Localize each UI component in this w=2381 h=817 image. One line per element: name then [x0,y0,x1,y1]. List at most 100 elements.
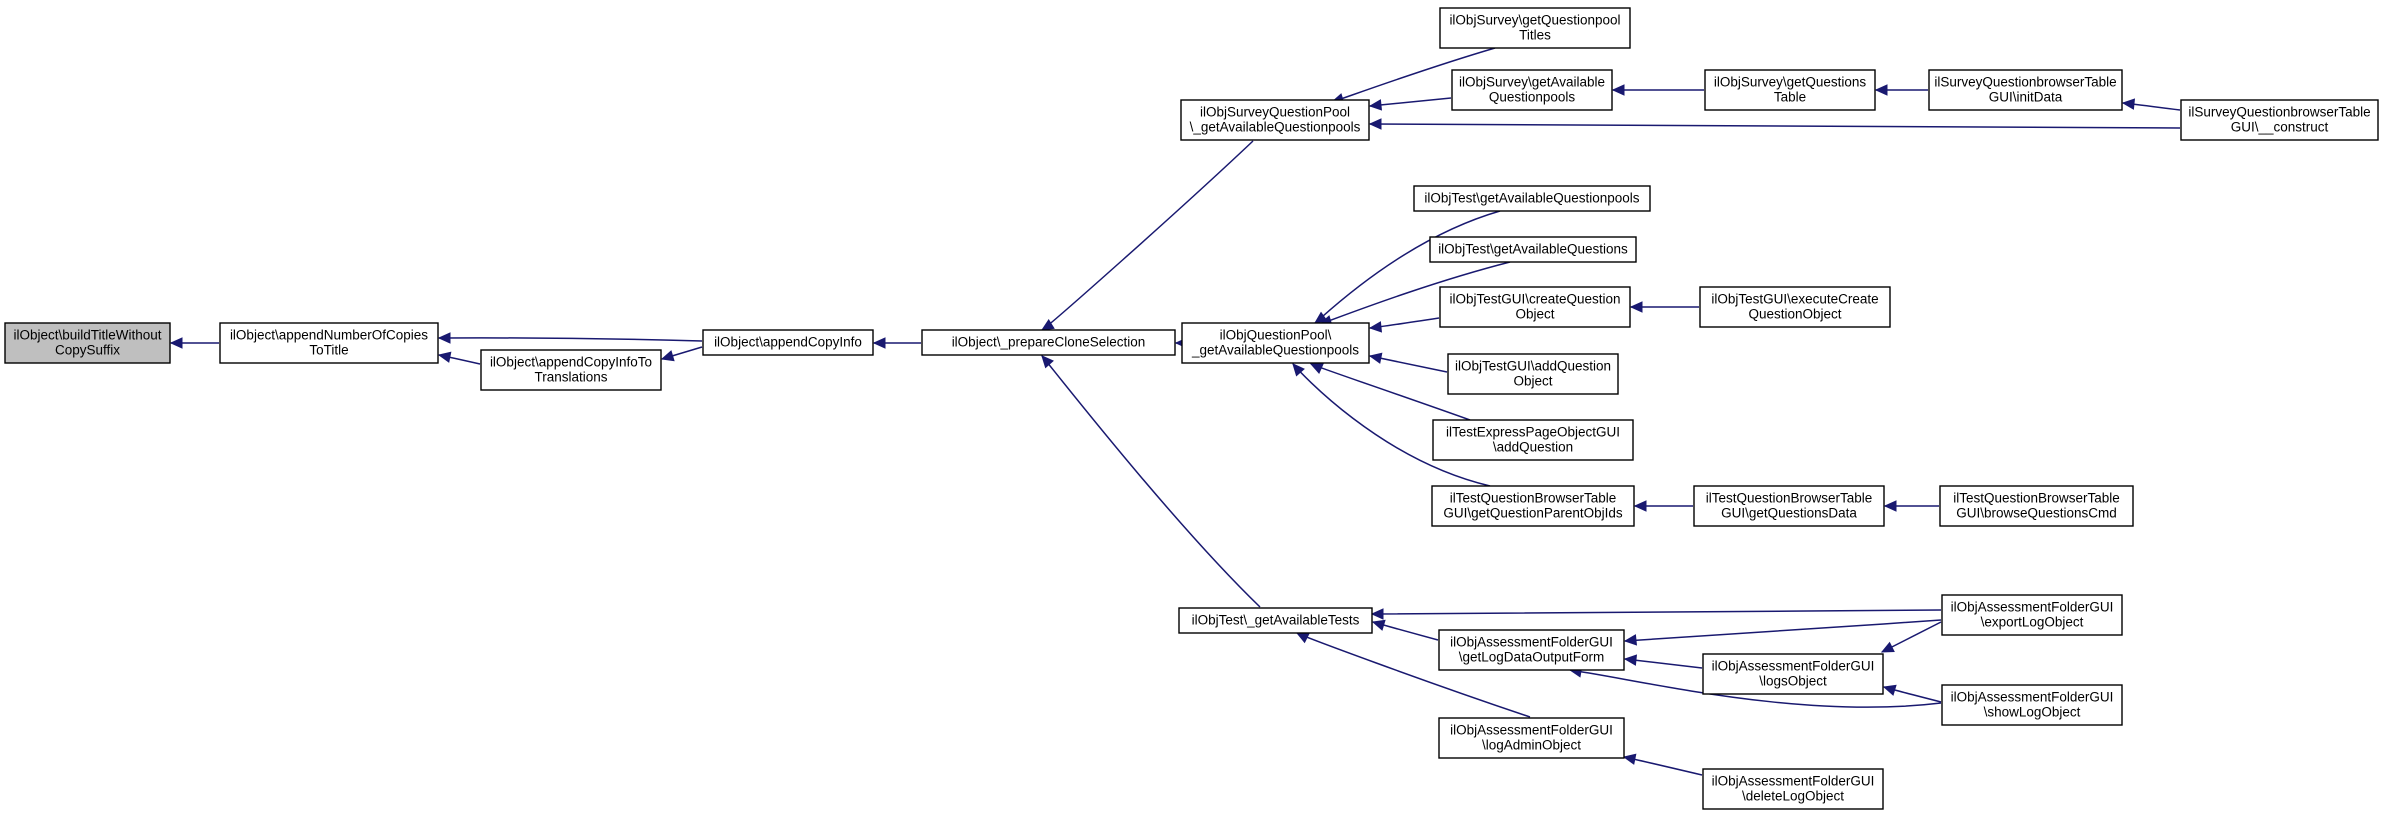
node-n27[interactable]: ilObjAssessmentFolderGUI\showLogObject [1941,684,2123,726]
edge-n15-to-n6 [1368,317,1440,333]
node-n14[interactable]: ilObjTest\getAvailableQuestions [1429,236,1637,263]
node-label: ilTestQuestionBrowserTable [1450,491,1617,506]
node-label: ilObjQuestionPool\ [1220,328,1332,343]
node-n18[interactable]: ilTestExpressPageObjectGUI\addQuestion [1432,419,1634,461]
node-label: Questionpools [1489,90,1576,105]
node-label: GUI\__construct [2231,120,2329,135]
node-n3[interactable]: ilObject\appendCopyInfo [702,329,874,356]
arrowhead [437,351,452,363]
node-label: ilObject\buildTitleWithout [13,328,161,343]
node-label: Translations [534,370,607,385]
node-label: ilObject\appendCopyInfo [714,335,862,350]
node-n24[interactable]: ilObjAssessmentFolderGUI\logsObject [1702,653,1884,695]
edge-line [1369,123,2181,129]
arrowhead [1040,319,1055,331]
node-box [1447,353,1619,395]
edge-n11-to-n10 [1874,84,1928,96]
arrowhead [1882,684,1897,696]
node-label: GUI\getQuestionParentObjIds [1443,506,1623,521]
edge-n20-to-n19 [1633,500,1693,512]
edge-line [1624,658,1703,669]
edge-n1-to-n0 [169,337,219,349]
node-n5[interactable]: ilObjSurveyQuestionPool\_getAvailableQue… [1180,99,1370,141]
arrowhead [660,350,675,362]
node-n21[interactable]: ilTestQuestionBrowserTableGUI\browseQues… [1939,485,2134,527]
node-n19[interactable]: ilTestQuestionBrowserTableGUI\getQuestio… [1431,485,1635,527]
edge-n21-to-n20 [1883,500,1939,512]
edge-line [1369,355,1448,373]
node-label: ilObjAssessmentFolderGUI [1450,635,1613,650]
edge-line [1371,609,1942,615]
node-box [921,329,1176,356]
edge-n18-to-n6 [1309,363,1471,421]
node-box [1438,717,1625,759]
node-n20[interactable]: ilTestQuestionBrowserTableGUI\getQuestio… [1693,485,1885,527]
node-label: \showLogObject [1984,705,2081,720]
node-n4[interactable]: ilObject\_prepareCloneSelection [921,329,1176,356]
nodes-layer: ilObject\buildTitleWithoutCopySuffixilOb… [4,7,2379,810]
node-label: Titles [1519,28,1551,43]
node-box [1702,768,1884,810]
edge-n26-to-n24 [1880,621,1942,653]
node-n25[interactable]: ilObjAssessmentFolderGUI\deleteLogObject [1702,768,1884,810]
node-box [1451,69,1613,111]
node-box [1702,653,1884,695]
node-box [1438,629,1625,671]
root-node-box [4,322,171,364]
node-box [2180,99,2379,141]
node-n23[interactable]: ilObjAssessmentFolderGUI\logAdminObject [1438,717,1625,759]
node-label: ilObject\appendCopyInfoTo [490,355,652,370]
node-label: ilObjAssessmentFolderGUI [1450,723,1613,738]
node-label: ilObjAssessmentFolderGUI [1712,659,1875,674]
node-n6[interactable]: ilObjQuestionPool\_getAvailableQuestionp… [1181,322,1370,364]
edge-line [1569,669,1942,708]
node-label: ilObjAssessmentFolderGUI [1712,774,1875,789]
node-label: ilObjTestGUI\addQuestion [1455,359,1611,374]
node-label: ilObjAssessmentFolderGUI [1951,600,2114,615]
arrowhead [1368,321,1383,333]
edge-line [1041,140,1254,331]
node-label: ilObjSurvey\getQuestions [1714,75,1867,90]
node-label: ilObjAssessmentFolderGUI [1951,690,2114,705]
edge-n12-to-n5 [1368,118,2181,130]
arrowhead [169,337,183,349]
arrowhead [872,337,886,349]
node-n22[interactable]: ilObjAssessmentFolderGUI\getLogDataOutpu… [1438,629,1625,671]
arrowhead [1368,352,1383,364]
node-box [1181,322,1370,364]
node-n7[interactable]: ilObjTest\_getAvailableTests [1178,607,1373,634]
node-label: CopySuffix [55,343,120,358]
node-n26[interactable]: ilObjAssessmentFolderGUI\exportLogObject [1941,594,2123,636]
arrowhead [437,332,451,344]
node-label: \addQuestion [1493,440,1573,455]
node-n9[interactable]: ilObjSurvey\getAvailableQuestionpools [1451,69,1613,111]
edge-n12-to-n11 [2121,98,2181,111]
node-box [1439,286,1631,328]
node-n13[interactable]: ilObjTest\getAvailableQuestionpools [1413,185,1651,212]
edges-layer [169,47,2181,776]
node-label: \deleteLogObject [1742,789,1844,804]
node-label: ilObjSurvey\getAvailable [1459,75,1605,90]
edge-n27-to-n24 [1882,684,1942,703]
node-n12[interactable]: ilSurveyQuestionbrowserTableGUI\__constr… [2180,99,2379,141]
arrowhead [1880,641,1895,653]
arrowhead [1883,500,1897,512]
edge-n25-to-n23 [1622,753,1703,776]
node-label: ilObjTest\getAvailableQuestions [1438,242,1628,257]
node-label: Object [1515,307,1554,322]
node-label: ilObjSurvey\getQuestionpool [1449,13,1620,28]
edge-n19-to-n6 [1292,363,1491,487]
edge-n16-to-n15 [1629,301,1700,313]
edge-n2-to-n1 [437,351,481,365]
arrowhead [1041,355,1054,369]
